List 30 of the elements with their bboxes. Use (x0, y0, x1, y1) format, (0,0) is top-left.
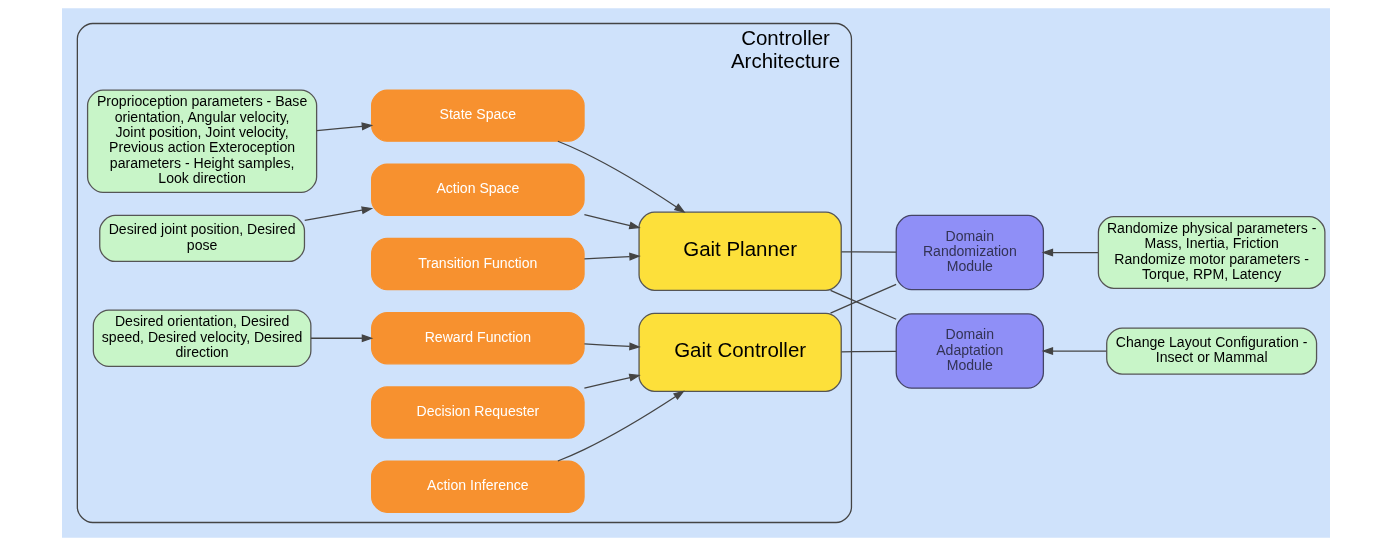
node-box: Transition Function (370, 237, 585, 291)
node-box: State Space (370, 89, 585, 142)
arrow (583, 373, 641, 389)
node-box: Action Inference (370, 460, 585, 513)
node-box: Change Layout Configuration - Insect or Mammal (1105, 327, 1317, 375)
node-box: Gait Planner (637, 211, 842, 291)
node-box: Randomize physical parameters - Mass, Inertia, Friction Randomize motor parameters - Torque, RPM, Latency (1097, 216, 1326, 289)
node-box: Action Space (370, 163, 585, 217)
arrow (1041, 248, 1099, 257)
arrow (583, 342, 641, 351)
node-box: Proprioception parameters - Base orientation, Angular velocity, Joint position, Joint velocity, Previous action Exteroception parameters - Height samples, Look direction (86, 89, 317, 194)
connector (840, 350, 897, 353)
arrow (309, 334, 373, 343)
arrow (556, 140, 686, 214)
arrow (303, 206, 373, 222)
node-box: Domain Randomization Module (895, 214, 1044, 291)
connector (829, 289, 897, 320)
node-box: Domain Adaptation Module (895, 313, 1044, 389)
arrow (583, 214, 641, 230)
arrow (583, 252, 641, 261)
arrow (315, 122, 373, 132)
connector (840, 251, 897, 253)
node-box: Reward Function (370, 312, 585, 365)
node-box: Desired joint position, Desired pose (98, 214, 305, 263)
arrow (556, 390, 685, 462)
arrow (1041, 347, 1107, 356)
node-box: Desired orientation, Desired speed, Desired velocity, Desired direction (92, 309, 311, 368)
node-box: Gait Controller (637, 312, 842, 392)
node-box: Decision Requester (370, 386, 585, 439)
connector (829, 283, 897, 314)
